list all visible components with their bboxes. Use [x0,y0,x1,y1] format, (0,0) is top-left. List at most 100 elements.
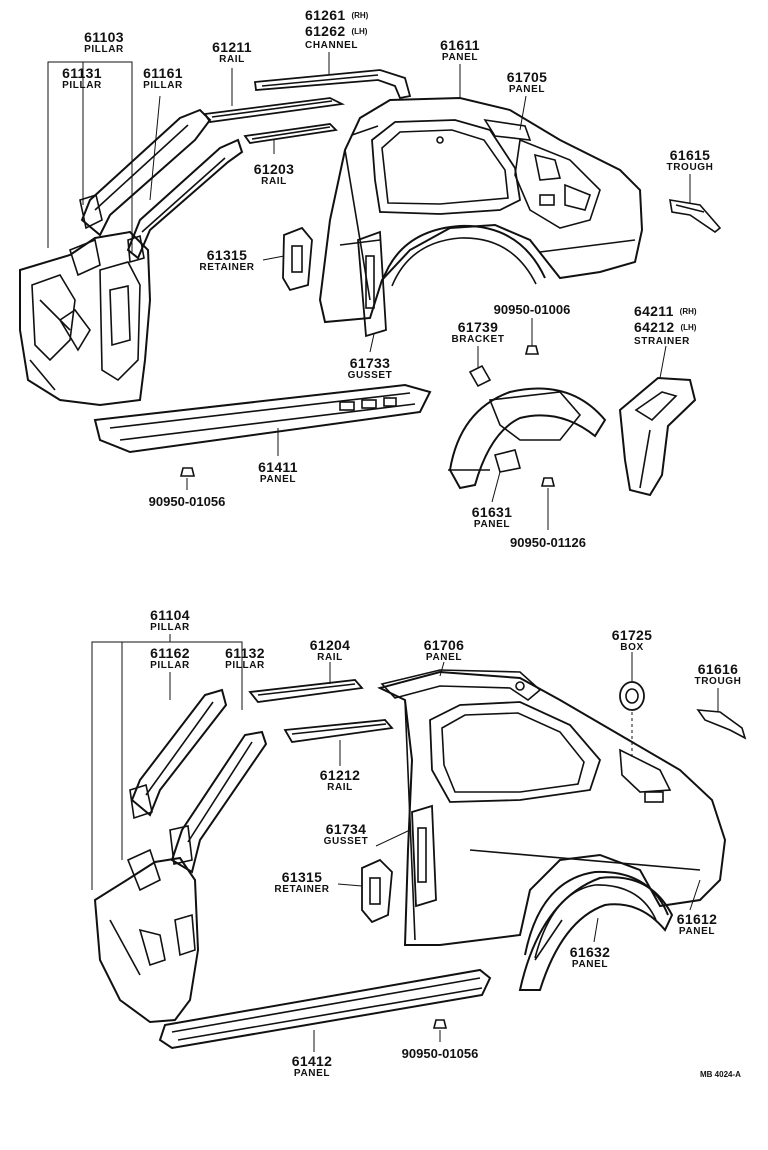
part-name: PILLAR [62,80,102,91]
side-lh: (LH) [680,322,697,332]
part-name: PILLAR [225,660,265,671]
side-rh: (RH) [679,306,697,316]
part-name: PANEL [571,959,609,970]
part-name: PANEL [508,84,546,95]
part-name: RAIL [317,652,343,663]
part-number: 61162 [150,645,190,661]
part-name: RAIL [327,782,353,793]
part-name: PILLAR [150,622,190,633]
part-number: 61611 [440,37,480,53]
label-61412: 61412 PANEL [292,1054,332,1079]
part-name: GUSSET [323,836,369,847]
part-number: 61739 [457,319,499,335]
part-name: CHANNEL [305,40,359,51]
label-61104: 61104 PILLAR [150,608,190,633]
label-61616: 61616 TROUGH [695,662,742,687]
part-name: GUSSET [347,370,393,381]
part-name: RAIL [219,54,245,65]
part-number: 61131 [62,65,102,81]
part-number: 61706 [423,637,465,653]
label-61612: 61612 PANEL [677,912,717,937]
label-61733: 61733 GUSSET [348,356,393,381]
part-number: 61104 [150,607,190,623]
label-61161: 61161 PILLAR [143,66,183,91]
part-name: PANEL [259,474,297,485]
part-number: 61615 [669,147,711,163]
part-number: 61315 [206,247,248,263]
part-number: 61412 [291,1053,333,1069]
leader-61103 [47,61,133,252]
part-name: RAIL [261,176,287,187]
bottom-assembly [91,634,747,1050]
part-number: 64211 [634,303,674,319]
label-61734: 61734 GUSSET [324,822,369,847]
label-61411: 61411 PANEL [258,460,298,485]
side-lh: (LH) [351,26,368,36]
part-name: PANEL [441,52,479,63]
part-name: STRAINER [634,336,690,347]
side-rh: (RH) [351,10,369,20]
part-number: 61204 [309,637,351,653]
bottom-leaders [313,652,719,1052]
label-61211: 61211 RAIL [212,40,252,65]
part-name: RETAINER [199,262,255,273]
part-number: 61261 [305,7,346,23]
top-leaders [186,52,691,530]
part-number: 61612 [676,911,718,927]
part-name: PANEL [425,652,463,663]
part-number: 61212 [319,767,361,783]
label-61739: 61739 BRACKET [451,320,504,345]
label-61131: 61131 PILLAR [62,66,102,91]
reference-code: MB 4024-A [700,1070,741,1079]
leader-61104 [91,641,243,890]
label-61162: 61162 PILLAR [150,646,190,671]
part-number: 61631 [471,504,513,520]
code-90950-01006: 90950-01006 [493,302,571,317]
label-61615: 61615 TROUGH [667,148,714,173]
label-64212: 64212 (LH) STRAINER [634,320,696,347]
part-name: PILLAR [150,660,190,671]
label-61706: 61706 PANEL [424,638,464,663]
label-61103: 61103 PILLAR [84,30,124,55]
label-64211: 64211 (RH) [634,304,697,320]
part-number: 61262 [305,23,346,39]
part-number: 61705 [506,69,548,85]
part-number: 61315 [281,869,323,885]
part-name: BOX [620,642,644,653]
part-number: 64212 [634,319,675,335]
part-name: PANEL [678,926,716,937]
label-61631: 61631 PANEL [472,505,512,530]
top-assembly [19,61,722,497]
part-number: 61616 [697,661,739,677]
part-name: TROUGH [694,676,742,687]
part-number: 61132 [225,645,265,661]
part-number: 61103 [84,29,124,45]
part-number: 61725 [611,627,653,643]
code-90950-01126: 90950-01126 [510,535,586,550]
label-61315-top: 61315 RETAINER [199,248,254,273]
label-61204: 61204 RAIL [310,638,350,663]
label-61725: 61725 BOX [612,628,652,653]
part-number: 61203 [253,161,295,177]
code-90950-01056-top: 90950-01056 [148,494,226,509]
part-number: 61211 [212,39,252,55]
label-61632: 61632 PANEL [570,945,610,970]
code-90950-01056-bottom: 90950-01056 [401,1046,479,1061]
part-name: PILLAR [143,80,183,91]
label-61705: 61705 PANEL [507,70,547,95]
label-61261: 61261 (RH) [305,8,368,24]
part-name: PANEL [473,519,511,530]
label-61262: 61262 (LH) CHANNEL [305,24,367,51]
label-61203: 61203 RAIL [254,162,294,187]
part-name: BRACKET [451,334,505,345]
part-name: TROUGH [666,162,714,173]
part-name: PILLAR [84,44,124,55]
part-number: 61734 [325,821,367,837]
part-number: 61632 [569,944,611,960]
part-number: 61733 [349,355,391,371]
part-name: PANEL [293,1068,331,1079]
label-61611: 61611 PANEL [440,38,480,63]
label-61132: 61132 PILLAR [225,646,265,671]
